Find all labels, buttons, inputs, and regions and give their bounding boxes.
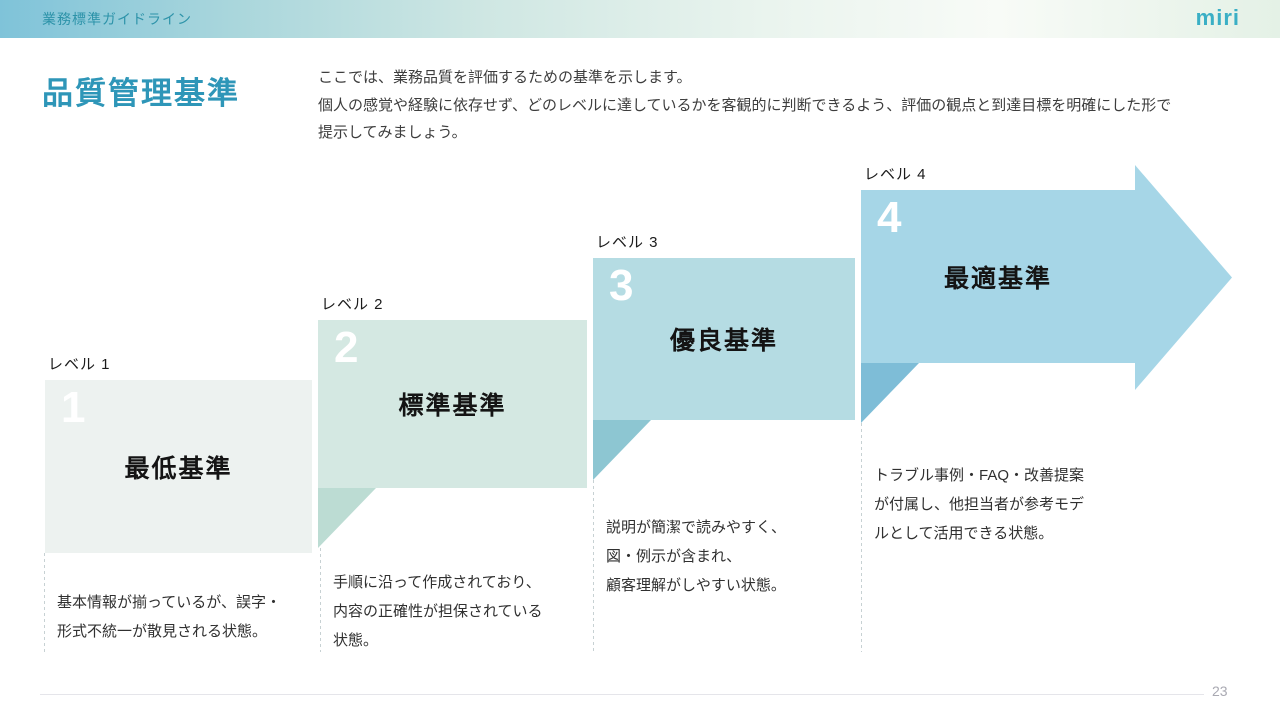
level-1-description: 基本情報が揃っているが、誤字・ 形式不統一が散見される状態。 [57, 594, 281, 640]
level-3-label: レベル 3 [596, 234, 659, 251]
separator-level-3 [593, 420, 594, 652]
level-3-description: 説明が簡潔で読みやすく、 図・例示が含まれ、 顧客理解がしやすい状態。 [606, 519, 787, 594]
page-number: 23 [1212, 683, 1228, 699]
footer-divider [40, 694, 1204, 695]
level-4-label: レベル 4 [864, 166, 927, 183]
level-1-title: 最低基準 [124, 454, 233, 483]
separator-level-4 [861, 363, 862, 652]
level-4-block: 4 最適基準 [861, 190, 1135, 363]
level-3-title: 優良基準 [669, 327, 778, 355]
level-2-number: 2 [334, 323, 359, 372]
level-1-label: レベル 1 [48, 356, 111, 373]
level-3-block: 3 優良基準 [593, 258, 855, 420]
level-2-label: レベル 2 [321, 296, 384, 313]
miri-logo: miri [1195, 5, 1240, 30]
separator-level-1 [44, 553, 45, 652]
intro-line: ここでは、業務品質を評価するための基準を示します。 [318, 69, 692, 86]
level-4-number: 4 [877, 193, 902, 242]
intro-paragraph: ここでは、業務品質を評価するための基準を示します。 個人の感覚や経験に依存せず、… [318, 64, 1238, 147]
level-2-description: 手順に沿って作成されており、 内容の正確性が担保されている 状態。 [333, 574, 543, 649]
level-1-block: 1 最低基準 [45, 380, 312, 553]
intro-line: 提示してみましょう。 [318, 124, 467, 141]
level-1-number: 1 [61, 383, 86, 432]
level-3-number: 3 [609, 261, 634, 310]
page-title: 品質管理基準 [42, 76, 240, 111]
separator-level-2 [320, 488, 321, 652]
header-bar: 業務標準ガイドライン miri [0, 0, 1280, 38]
level-4-arrow-head [1135, 165, 1232, 390]
intro-line: 個人の感覚や経験に依存せず、どのレベルに達しているかを客観的に判断できるよう、評… [318, 96, 1172, 114]
document-title: 業務標準ガイドライン [42, 11, 192, 27]
level-2-fold [318, 488, 376, 548]
level-4-description: トラブル事例・FAQ・改善提案 が付属し、他担当者が参考モデ ルとして活用できる… [874, 467, 1085, 542]
level-4-title: 最適基準 [943, 264, 1052, 293]
level-4-fold [861, 363, 919, 423]
level-2-block: 2 標準基準 [318, 320, 587, 488]
level-2-title: 標準基準 [398, 392, 507, 420]
level-3-fold [593, 420, 651, 480]
